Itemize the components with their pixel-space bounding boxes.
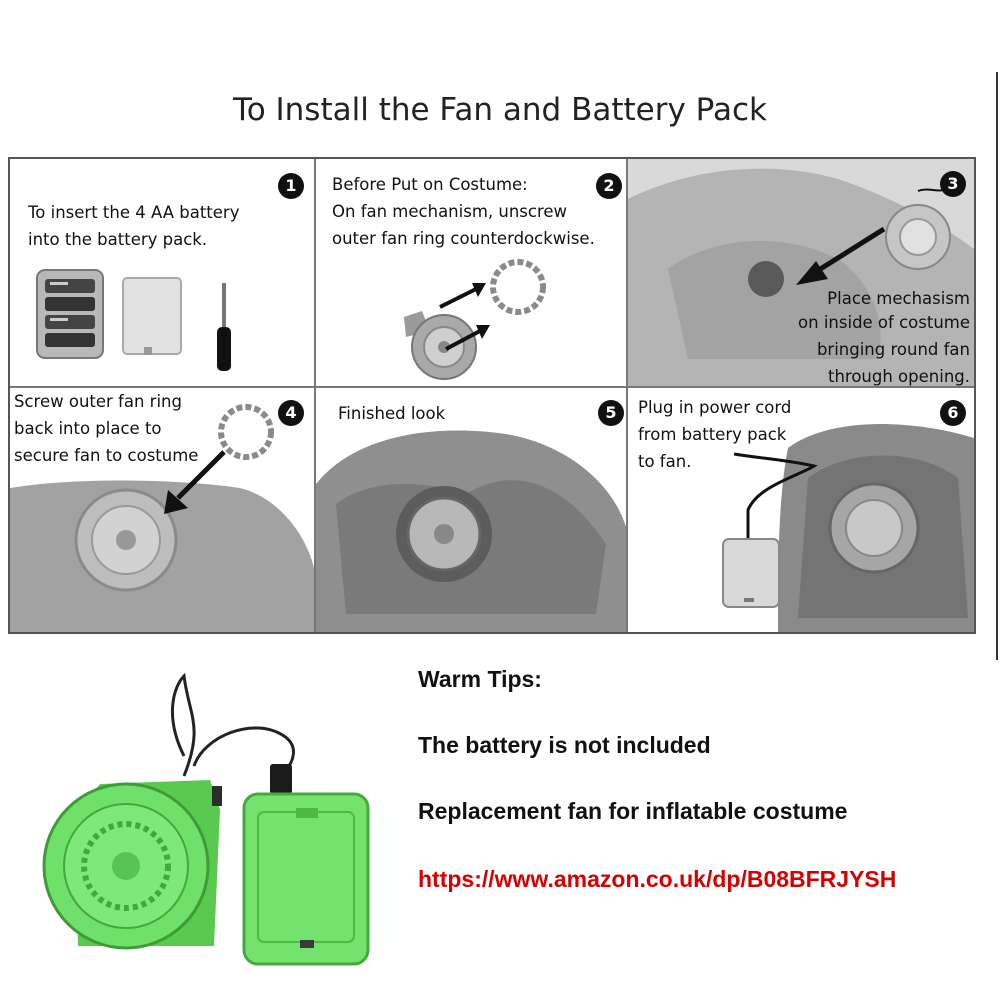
product-link[interactable]: https://www.amazon.co.uk/dp/B08BFRJYSH [418, 866, 897, 892]
step-4-line-2: back into place to [14, 419, 162, 438]
costume-photo [778, 424, 974, 632]
fan-icon [404, 311, 477, 380]
vertical-divider [996, 72, 998, 660]
step-3-line-1: Place mechasism [827, 289, 970, 308]
step-4-panel: 4 Screw outer fan ring back into place t… [10, 388, 316, 632]
costume-photo [316, 430, 626, 632]
arrow-icon [439, 283, 490, 351]
product-photo [42, 672, 370, 966]
step-3-line-3: bringing round fan [816, 340, 970, 359]
step-5-number: 5 [598, 400, 624, 426]
fan-ring-icon [490, 259, 546, 315]
tips-battery-note: The battery is not included [418, 732, 711, 758]
step-4-number: 4 [278, 400, 304, 426]
costume-photo [10, 480, 314, 632]
battery-pack-icon [722, 538, 780, 608]
battery-cover-icon [122, 277, 182, 355]
step-2-number: 2 [596, 173, 622, 199]
step-5-line-1: Finished look [338, 404, 446, 423]
costume-photo [628, 168, 974, 386]
step-3-number: 3 [940, 171, 966, 197]
arrow-icon [796, 226, 886, 285]
step-2-line-3: outer fan ring counterdockwise. [332, 229, 595, 248]
usb-plug-icon [270, 764, 292, 794]
step-5-panel: 5 Finished look [316, 388, 628, 632]
step-3-line-4: through opening. [827, 367, 970, 386]
step-6-line-1: Plug in power cord [638, 398, 792, 417]
step-2-line-1: Before Put on Costume: [332, 175, 528, 194]
step-2-line-2: On fan mechanism, unscrew [332, 202, 568, 221]
step-1-line-2: into the battery pack. [28, 230, 208, 249]
step-4-line-1: Screw outer fan ring [14, 392, 182, 411]
step-3-panel: 3 Place mechasism on inside of costume b… [628, 159, 974, 388]
step-1-number: 1 [278, 173, 304, 199]
step-6-number: 6 [940, 400, 966, 426]
fan-ring-icon [218, 404, 274, 460]
step-6-line-2: from battery pack [638, 425, 787, 444]
step-6-line-3: to fan. [638, 452, 692, 471]
page-title: To Install the Fan and Battery Pack [233, 92, 767, 128]
instruction-grid: 1 To insert the 4 AA battery into the ba… [8, 157, 976, 634]
tips-replacement-note: Replacement fan for inflatable costume [418, 798, 848, 824]
tips-heading: Warm Tips: [418, 666, 542, 692]
battery-pack-icon [36, 269, 104, 359]
battery-pack-icon [242, 792, 370, 966]
step-3-line-2: on inside of costume [798, 313, 970, 332]
step-1-line-1: To insert the 4 AA battery [28, 203, 240, 222]
arrow-icon [164, 450, 226, 514]
step-2-panel: 2 Before Put on Costume: On fan mechanis… [316, 159, 628, 388]
step-4-line-3: secure fan to costume [14, 446, 199, 465]
step-1-panel: 1 To insert the 4 AA battery into the ba… [10, 159, 316, 388]
step-6-panel: 6 Plug in power cord from battery pack t… [628, 388, 974, 632]
screwdriver-icon [217, 283, 231, 371]
fan-icon [885, 188, 951, 270]
